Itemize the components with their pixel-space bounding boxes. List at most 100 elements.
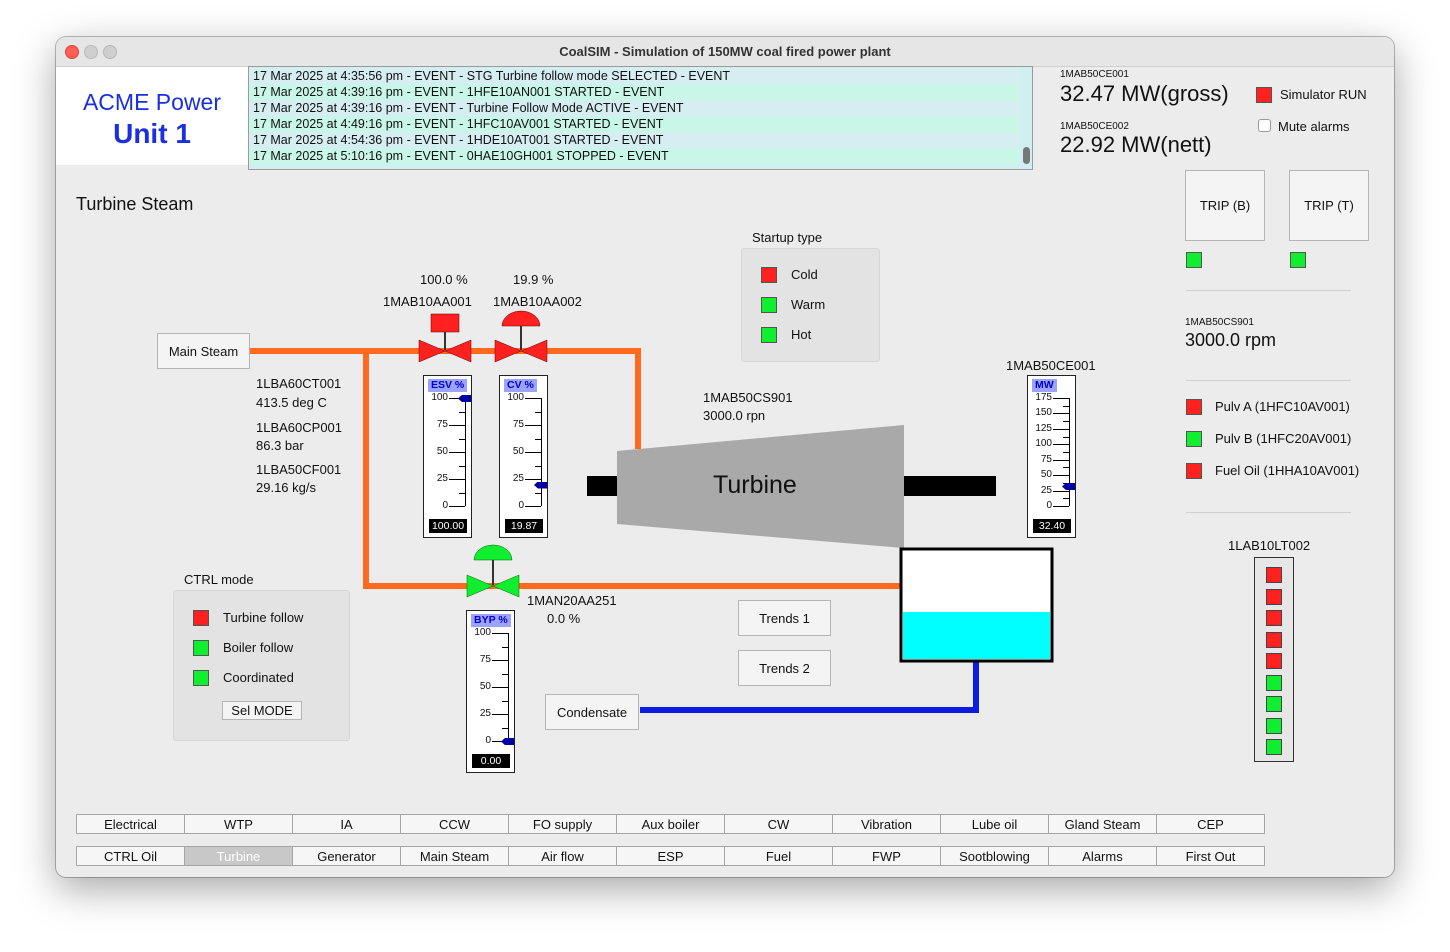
gauge-minor-tick — [459, 465, 465, 467]
gauge-title: CV % — [504, 379, 537, 392]
gauge-tick-label: 100 — [431, 392, 448, 403]
temp-tag: 1LBA60CT001 — [256, 376, 342, 391]
gauge-tick-label: 75 — [1040, 453, 1052, 465]
minimize-icon[interactable] — [84, 45, 98, 59]
nav-tab[interactable]: FO supply — [508, 814, 617, 834]
main-steam-button[interactable]: Main Steam — [157, 333, 250, 369]
option-lamp[interactable] — [761, 327, 777, 343]
nav-tab[interactable]: Main Steam — [400, 846, 509, 866]
divider — [1186, 380, 1351, 381]
flow-value: 29.16 kg/s — [256, 480, 316, 495]
trends2-button[interactable]: Trends 2 — [738, 650, 831, 686]
gauge-tick-label: 50 — [1040, 469, 1052, 481]
option-label: Hot — [791, 327, 812, 342]
close-icon[interactable] — [65, 45, 79, 59]
gauge-tick-label: 25 — [436, 473, 448, 484]
nav-tab[interactable]: CW — [724, 814, 833, 834]
gauge-minor-tick — [535, 492, 541, 494]
mill-lamp[interactable] — [1186, 431, 1202, 447]
event-log[interactable]: 17 Mar 2025 at 4:35:56 pm - EVENT - STG … — [248, 66, 1033, 170]
nav-tab[interactable]: First Out — [1156, 846, 1265, 866]
log-scrollbar[interactable] — [1023, 147, 1030, 164]
condensate-button[interactable]: Condensate — [545, 694, 639, 730]
gauge-tick-label: 0 — [485, 735, 491, 746]
sel-mode-button[interactable]: Sel MODE — [222, 701, 302, 720]
nav-tab[interactable]: WTP — [184, 814, 293, 834]
unit-name: Unit 1 — [113, 118, 191, 149]
mute-alarms-label: Mute alarms — [1278, 119, 1350, 134]
nav-tab[interactable]: FWP — [832, 846, 941, 866]
gauge-tick — [449, 479, 465, 480]
gauge-pointer — [534, 481, 547, 489]
app-window: CoalSIM - Simulation of 150MW coal fired… — [56, 37, 1394, 877]
option-lamp[interactable] — [193, 610, 209, 626]
nav-tab[interactable]: Generator — [292, 846, 401, 866]
gauge-tick-label: 50 — [479, 681, 491, 692]
gauge-minor-tick — [502, 700, 508, 702]
option-lamp[interactable] — [761, 267, 777, 283]
trends1-button[interactable]: Trends 1 — [738, 600, 831, 636]
gauge-minor-tick — [1063, 452, 1069, 453]
nav-tab[interactable]: Electrical — [76, 814, 185, 834]
condensate-line — [640, 661, 979, 713]
gauge-tick-label: 175 — [1035, 392, 1052, 403]
nav-tab[interactable]: CCW — [400, 814, 509, 834]
option-label: Cold — [791, 267, 818, 282]
nav-tab[interactable]: IA — [292, 814, 401, 834]
log-entry: 17 Mar 2025 at 4:49:16 pm - EVENT - 1HFC… — [249, 116, 1019, 132]
gauge-minor-tick — [502, 673, 508, 675]
nav-tab[interactable]: CTRL Oil — [76, 846, 185, 866]
option-lamp[interactable] — [193, 640, 209, 656]
option-lamp[interactable] — [193, 670, 209, 686]
nav-tab[interactable]: Turbine — [184, 846, 293, 866]
nav-tab[interactable]: Gland Steam — [1048, 814, 1157, 834]
press-value: 86.3 bar — [256, 438, 304, 453]
gauge-tick — [1053, 428, 1069, 430]
ctrl-mode-title: CTRL mode — [184, 572, 254, 587]
gauge-tick — [1053, 444, 1069, 446]
trip-boiler-button[interactable]: TRIP (B) — [1185, 170, 1265, 241]
level-lamp — [1266, 588, 1282, 605]
log-entry: 17 Mar 2025 at 4:39:16 pm - EVENT - 1HFE… — [249, 84, 1019, 100]
level-lamp — [1266, 567, 1282, 583]
mill-label: Pulv B (1HFC20AV001) — [1215, 431, 1352, 446]
level-lamp — [1266, 696, 1282, 712]
nav-tab[interactable]: Sootblowing — [940, 846, 1049, 866]
zoom-icon[interactable] — [103, 45, 117, 59]
gauge-tick-label: 25 — [479, 708, 491, 719]
nav-tab[interactable]: Lube oil — [940, 814, 1049, 834]
gauge-pointer — [501, 738, 514, 745]
nav-tab[interactable]: Alarms — [1048, 846, 1157, 866]
nav-tab[interactable]: Vibration — [832, 814, 941, 834]
gauge-tick-label: 75 — [479, 654, 491, 665]
turbine-label: Turbine — [713, 471, 797, 499]
option-lamp[interactable] — [761, 297, 777, 313]
gauge-minor-tick — [502, 646, 508, 648]
nav-tab[interactable]: Aux boiler — [616, 814, 725, 834]
gauge-tick-label: 150 — [1035, 407, 1052, 419]
nav-tab[interactable]: Fuel — [724, 846, 833, 866]
window-title: CoalSIM - Simulation of 150MW coal fired… — [559, 44, 891, 59]
nav-tab[interactable]: ESP — [616, 846, 725, 866]
log-entry: 17 Mar 2025 at 4:39:16 pm - EVENT - Turb… — [249, 100, 1019, 116]
trip-turbine-button[interactable]: TRIP (T) — [1289, 170, 1369, 241]
mill-lamp[interactable] — [1186, 399, 1202, 415]
nett-value: 22.92 MW(nett) — [1060, 132, 1212, 157]
gauge-minor-tick — [1063, 467, 1069, 469]
esv-valve — [418, 313, 472, 363]
mute-alarms-checkbox[interactable] — [1258, 119, 1271, 132]
gauge-axis — [508, 633, 509, 741]
divider — [1186, 512, 1351, 513]
level-indicator — [1254, 557, 1294, 762]
nav-tab[interactable]: CEP — [1156, 814, 1265, 834]
gauge-tick-label: 100 — [507, 392, 524, 403]
generator-shaft — [904, 476, 996, 496]
nav-tab[interactable]: Air flow — [508, 846, 617, 866]
gauge-value: 19.87 — [505, 519, 543, 533]
mill-lamp[interactable] — [1186, 463, 1202, 479]
gauge-tick-label: 100 — [474, 627, 491, 638]
simulator-run-lamp[interactable] — [1256, 87, 1272, 103]
gauge-tick — [1053, 398, 1069, 399]
